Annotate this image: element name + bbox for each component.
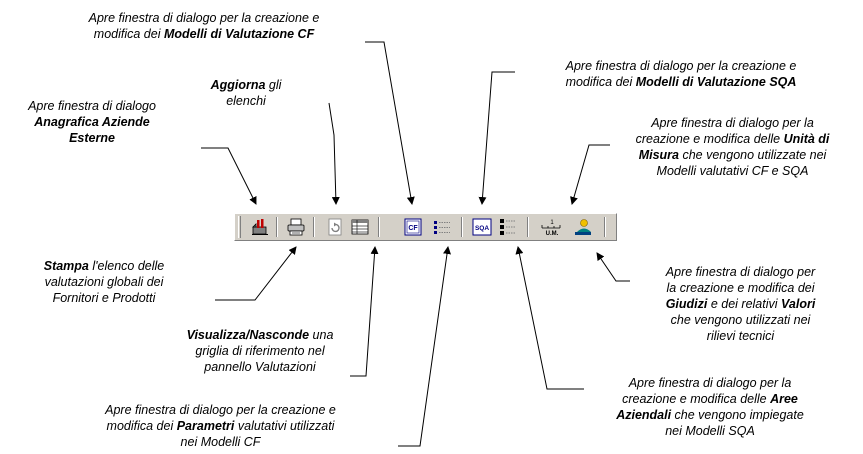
modelli-sqa-button[interactable]: SQA — [472, 217, 492, 237]
parametri-button[interactable] — [432, 217, 452, 237]
leader-modelli-cf — [365, 41, 415, 205]
leader-aggiorna — [328, 102, 340, 205]
leader-aree — [515, 246, 584, 390]
list-parameters-icon — [434, 221, 450, 234]
cf-icon-label: CF — [408, 225, 418, 232]
printer-icon — [287, 218, 305, 236]
units-icon-bottom: U.M. — [546, 231, 559, 237]
stampa-button[interactable] — [286, 217, 306, 237]
callout-modelli-cf: Apre finestra di dialogo per la creazion… — [88, 11, 320, 41]
toolbar: CF SQA 1 — [234, 213, 617, 241]
callout-unita-misura: Apre finestra di dialogo per la creazion… — [635, 116, 830, 178]
leader-anagrafica — [201, 147, 257, 205]
sqa-model-icon: SQA — [472, 218, 492, 236]
sqa-icon-label: SQA — [475, 225, 489, 232]
aggiorna-button[interactable] — [325, 217, 345, 237]
modelli-cf-button[interactable]: CF — [403, 217, 423, 237]
callout-giudizi: Apre finestra di dialogo per la creazion… — [665, 265, 816, 343]
giudizi-button[interactable] — [573, 217, 593, 237]
units-icon-top: 1 — [550, 220, 554, 226]
callout-anagrafica: Apre finestra di dialogo Anagrafica Azie… — [28, 99, 156, 145]
anagrafica-aziende-button[interactable] — [250, 217, 270, 237]
leader-stampa — [215, 246, 297, 301]
leader-giudizi — [596, 252, 630, 282]
toolbar-grip[interactable] — [238, 216, 241, 238]
areas-list-icon — [500, 219, 516, 235]
grid-icon — [351, 219, 369, 235]
callout-visualizza: Visualizza/Nasconde una griglia di rifer… — [186, 328, 334, 374]
leader-parametri — [398, 246, 451, 447]
leader-visualizza — [350, 246, 379, 377]
refresh-icon — [328, 218, 342, 236]
callout-aggiorna: Aggiorna gli elenchi — [210, 78, 282, 108]
unita-misura-button[interactable]: 1 U.M. — [540, 217, 561, 237]
leader-modelli-sqa — [478, 71, 515, 205]
callout-aree: Apre finestra di dialogo per la creazion… — [616, 376, 804, 438]
leader-unita — [570, 144, 610, 205]
cf-model-icon: CF — [404, 218, 422, 236]
factory-icon — [252, 219, 268, 235]
griglia-button[interactable] — [350, 217, 370, 237]
judge-person-icon — [575, 219, 591, 235]
callout-modelli-sqa: Apre finestra di dialogo per la creazion… — [565, 59, 797, 89]
callout-parametri: Apre finestra di dialogo per la creazion… — [105, 403, 336, 449]
ruler-units-icon: 1 U.M. — [541, 220, 561, 237]
callout-stampa: Stampa l'elenco delle valutazioni global… — [43, 259, 165, 305]
aree-aziendali-button[interactable] — [498, 217, 518, 237]
